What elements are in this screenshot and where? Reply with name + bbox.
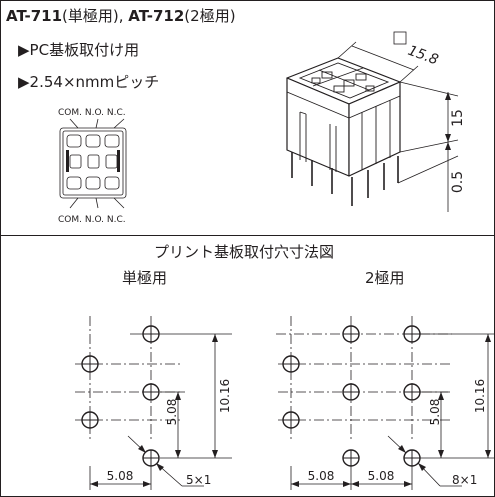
single-dim-row-pitch: 5.08 <box>165 399 179 426</box>
hole-mark-icon <box>403 449 421 467</box>
double-centerlines <box>276 316 494 490</box>
bullet-icon: ▶ <box>18 73 30 91</box>
model-note-2: (2極用) <box>184 7 236 25</box>
hole-mark-icon <box>342 383 360 401</box>
dim-pin-label: 0.5 <box>450 171 466 193</box>
single-hole-note: 5×1 <box>186 473 211 487</box>
hole-mark-icon <box>142 383 160 401</box>
feature-text: 2.54×nmmピッチ <box>29 73 160 91</box>
terminal-top-labels: COM. N.O. N.C. <box>58 108 126 118</box>
hole-mark-icon <box>403 383 421 401</box>
double-pole-label: 2極用 <box>365 269 405 287</box>
section-divider <box>0 235 495 236</box>
feature-text: PC基板取付け用 <box>29 41 140 59</box>
dim-height-label: 15 <box>450 109 466 127</box>
model-code-2: AT-712 <box>128 7 185 25</box>
feature-pitch: ▶2.54×nmmピッチ <box>18 75 159 90</box>
hole-mark-icon <box>342 325 360 343</box>
double-dim-col-pitch-1: 5.08 <box>308 469 335 483</box>
single-dim-col-pitch: 5.08 <box>107 469 134 483</box>
model-title: AT-711(単極用), AT-712(2極用) <box>6 9 236 24</box>
single-arrows <box>90 334 218 487</box>
single-pole-label: 単極用 <box>122 269 168 287</box>
hole-mark-icon <box>342 449 360 467</box>
bullet-icon: ▶ <box>18 41 30 59</box>
double-arrows <box>291 334 491 487</box>
hole-mark-icon <box>282 355 300 373</box>
hole-mark-icon <box>142 325 160 343</box>
hole-mark-icon <box>81 411 99 429</box>
double-hole-note: 8×1 <box>452 473 477 487</box>
hole-mark-icon <box>142 449 160 467</box>
hole-mark-icon <box>403 325 421 343</box>
relay-isometric-drawing: 15.8 15 0.5 <box>286 31 466 212</box>
double-dim-col-pitch-2: 5.08 <box>368 469 395 483</box>
layout-section-title: プリント基板取付穴寸法図 <box>154 243 335 261</box>
hole-mark-icon <box>81 355 99 373</box>
single-dim-total: 10.16 <box>218 379 232 413</box>
terminal-bottom-labels: COM. N.O. N.C. <box>58 215 126 225</box>
model-note-1: (単極用), <box>62 7 124 25</box>
terminal-diagram: COM. N.O. N.C. COM. N.O. N.C. <box>58 108 127 225</box>
double-dim-row-pitch: 5.08 <box>428 399 442 426</box>
feature-pcb-mount: ▶PC基板取付け用 <box>18 43 139 58</box>
double-dim-total: 10.16 <box>473 379 487 413</box>
hole-mark-icon <box>282 411 300 429</box>
model-code-1: AT-711 <box>6 7 63 25</box>
